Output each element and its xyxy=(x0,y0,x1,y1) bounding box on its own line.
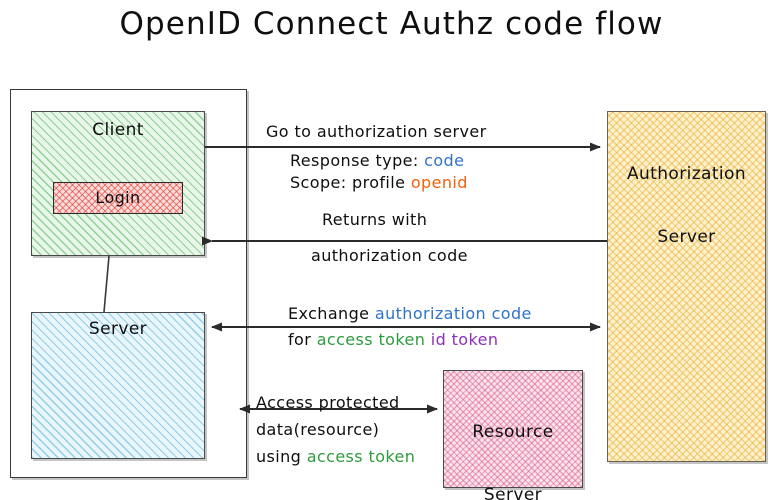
page-title: OpenID Connect Authz code flow xyxy=(119,6,664,42)
flow-access-caption-line3: using access token xyxy=(256,446,415,467)
server-box-label: Server xyxy=(88,319,148,339)
param-response-type-key: Response type: xyxy=(290,151,425,170)
flow-exchange-prefix: Exchange xyxy=(288,304,375,323)
authorization-server-box-label: Authorization Server xyxy=(608,122,765,290)
resource-server-box-label: Resource Server xyxy=(444,380,582,500)
flow-returns-caption-line1: Returns with xyxy=(322,210,428,229)
flow-exchange-caption-line2: for access token id token xyxy=(288,329,498,350)
flow-exchange-for-prefix: for xyxy=(288,330,317,349)
flow-goto-authorization-server-caption: Go to authorization server xyxy=(266,122,487,141)
authorization-server-label-line1: Authorization xyxy=(626,164,747,184)
resource-server-label-line2: Server xyxy=(483,485,543,500)
authorization-server-label-line2: Server xyxy=(657,227,716,247)
login-button[interactable]: Login xyxy=(53,182,183,214)
flow-exchange-id-token: id token xyxy=(430,330,499,349)
resource-server-label-line1: Resource xyxy=(472,422,554,442)
flow-exchange-access-token: access token xyxy=(316,330,426,349)
param-scope: Scope: profile openid xyxy=(290,172,468,194)
param-scope-key: Scope: profile xyxy=(290,173,411,192)
flow-access-caption-line2: data(resource) xyxy=(256,420,380,439)
flow-access-caption-line1: Access protected xyxy=(256,393,400,412)
param-scope-value: openid xyxy=(410,173,468,192)
flow-goto-authorization-server-params: Response type: code Scope: profile openi… xyxy=(290,150,468,194)
flow-exchange-caption-line1: Exchange authorization code xyxy=(288,303,532,324)
resource-server-box[interactable]: Resource Server xyxy=(443,370,583,500)
param-response-type: Response type: code xyxy=(290,150,468,172)
server-box[interactable]: Server xyxy=(31,312,205,459)
authorization-server-box[interactable]: Authorization Server xyxy=(607,111,766,462)
login-button-label: Login xyxy=(95,188,141,207)
flow-access-access-token: access token xyxy=(306,447,416,466)
client-box-label: Client xyxy=(92,120,144,140)
flow-exchange-authorization-code: authorization code xyxy=(374,304,532,323)
flow-returns-caption-line2: authorization code xyxy=(311,246,468,265)
flow-access-using-prefix: using xyxy=(256,447,307,466)
param-response-type-value: code xyxy=(424,151,465,170)
